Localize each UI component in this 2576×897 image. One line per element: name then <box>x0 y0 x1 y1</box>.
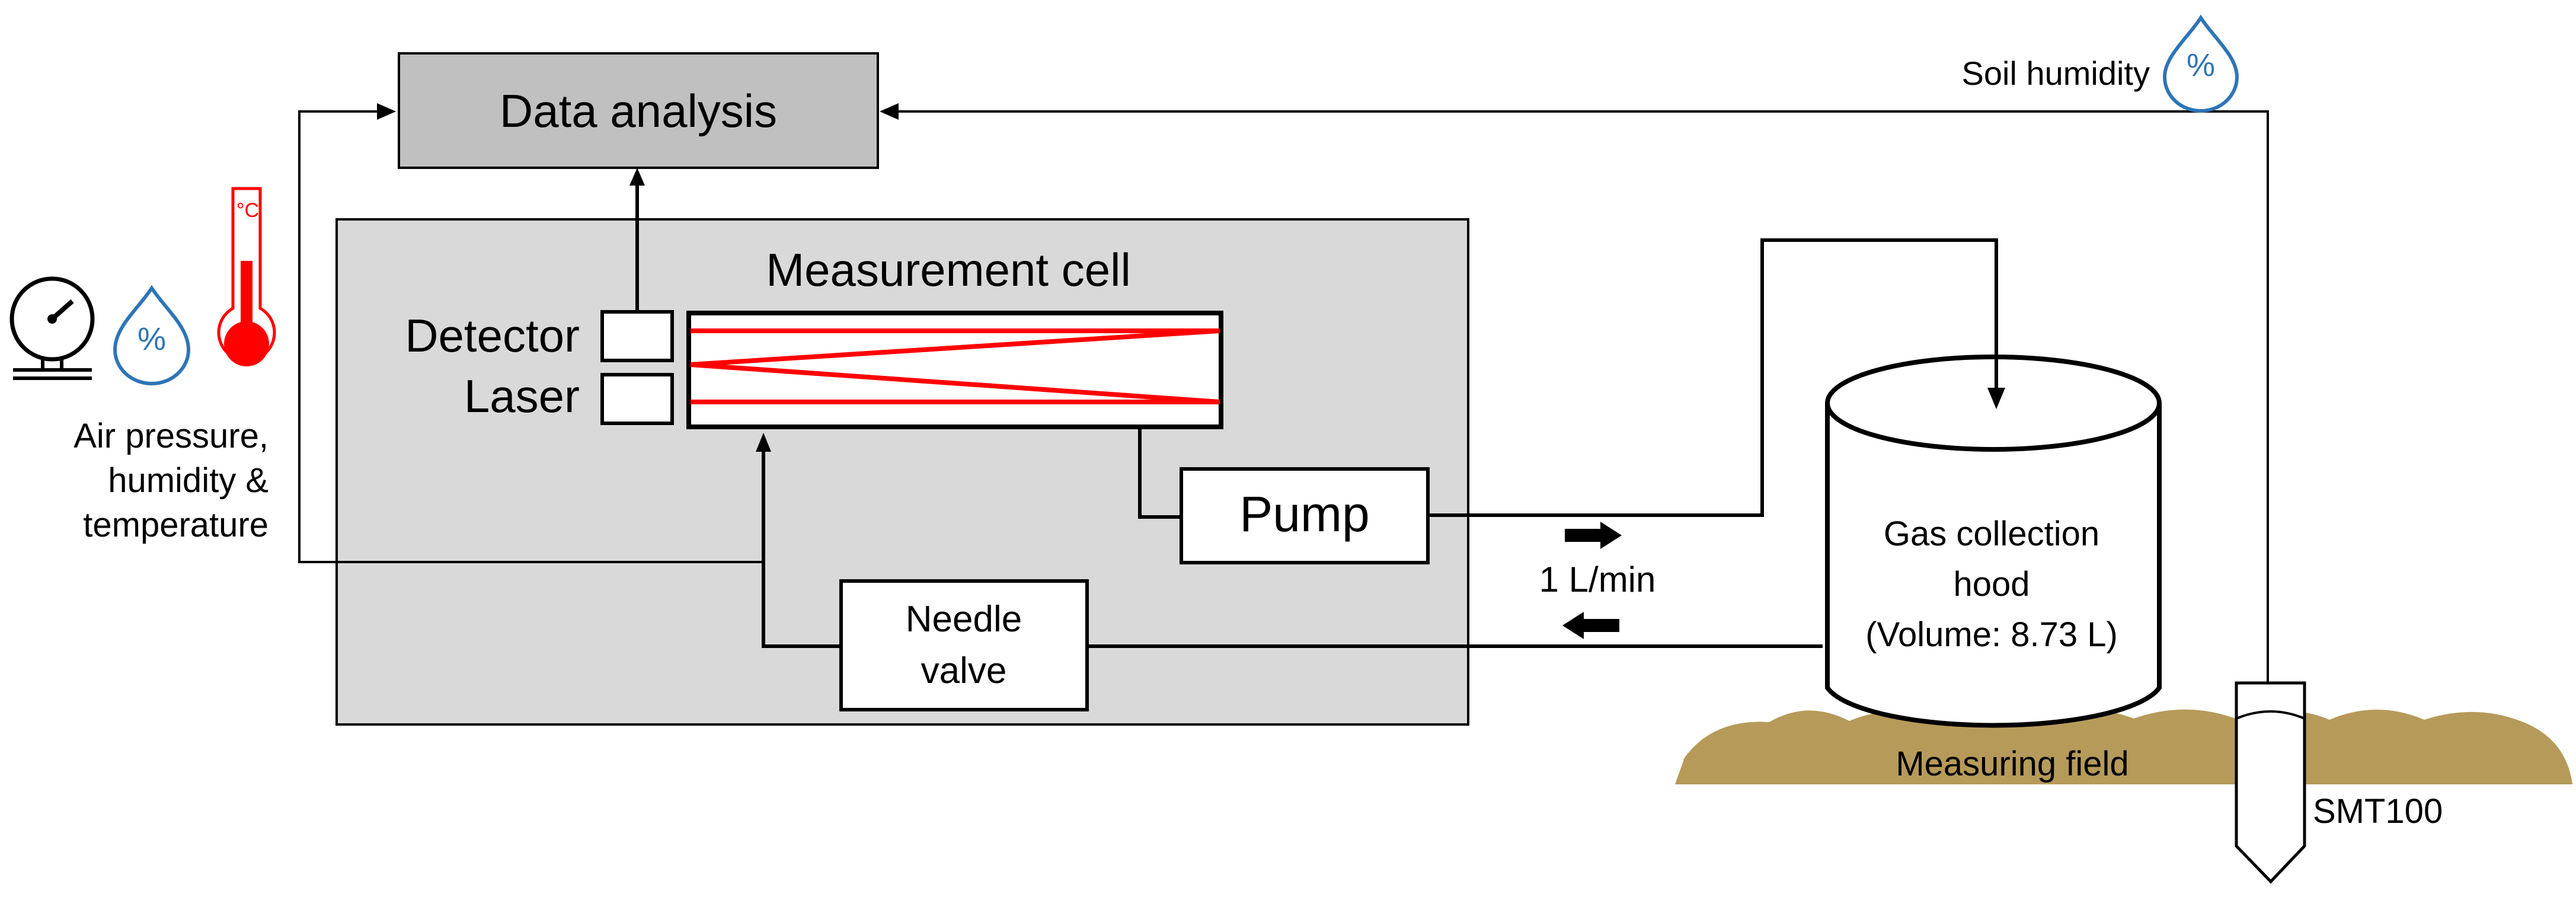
laser-box <box>600 373 674 425</box>
soil-humidity-label: Soil humidity <box>1962 55 2150 92</box>
detector-box <box>600 310 674 362</box>
smt100-label: SMT100 <box>2313 792 2443 831</box>
smt100-probe <box>2235 681 2306 884</box>
measurement-cell-label: Measurement cell <box>766 244 1131 296</box>
flow-rate-label: 1 L/min <box>1539 560 1656 599</box>
soil-ground <box>1675 709 2572 784</box>
soil-sensor-to-analysis-line <box>896 110 2269 683</box>
gas-collection-hood-top <box>1825 355 2162 452</box>
laser-label: Laser <box>464 370 580 422</box>
air-pressure-label-line2: humidity & <box>108 461 269 500</box>
flow-in-arrow <box>1562 612 1619 639</box>
measuring-field-label: Measuring field <box>1896 745 2128 783</box>
data-analysis-label: Data analysis <box>500 85 777 137</box>
needle-valve-label-line2: valve <box>921 650 1007 691</box>
air-pressure-label-line1: Air pressure, <box>73 417 269 455</box>
hood-label-line3: (Volume: 8.73 L) <box>1865 615 2118 654</box>
needle-valve-box <box>839 579 1089 711</box>
valve-to-cell-arrowhead <box>756 433 771 452</box>
gas-collection-hood-body <box>1825 403 2162 728</box>
sensors-to-analysis-line <box>298 110 763 563</box>
air-humidity-drop-icon: % <box>113 285 191 385</box>
pump-label: Pump <box>1239 486 1369 542</box>
hood-inlet-arrowhead <box>1987 388 2005 409</box>
cell-to-pump-line <box>1138 427 1181 519</box>
thermometer-icon: °C <box>217 187 276 366</box>
smt100-probe-ridge <box>2236 710 2305 720</box>
air-humidity-percent: % <box>138 321 166 357</box>
flow-out-arrow <box>1565 522 1622 549</box>
barometer-icon <box>9 276 95 380</box>
valve-to-cell-line <box>762 445 841 648</box>
hood-label-line2: hood <box>1953 565 2030 604</box>
air-pressure-label-line3: temperature <box>83 506 269 544</box>
detector-to-analysis-arrowhead <box>629 168 645 186</box>
soil-humidity-percent: % <box>2187 47 2215 83</box>
sensors-to-analysis-arrowhead <box>377 103 396 120</box>
detector-label: Detector <box>405 309 580 362</box>
data-analysis-box <box>398 52 879 169</box>
soil-humidity-drop-icon: % <box>2162 14 2239 113</box>
celsius-symbol: °C <box>236 199 259 222</box>
needle-valve-label-line1: Needle <box>906 599 1022 640</box>
laser-beam-path <box>690 328 1220 404</box>
soil-sensor-to-analysis-arrowhead <box>880 103 899 120</box>
hood-label-line1: Gas collection <box>1884 515 2099 553</box>
